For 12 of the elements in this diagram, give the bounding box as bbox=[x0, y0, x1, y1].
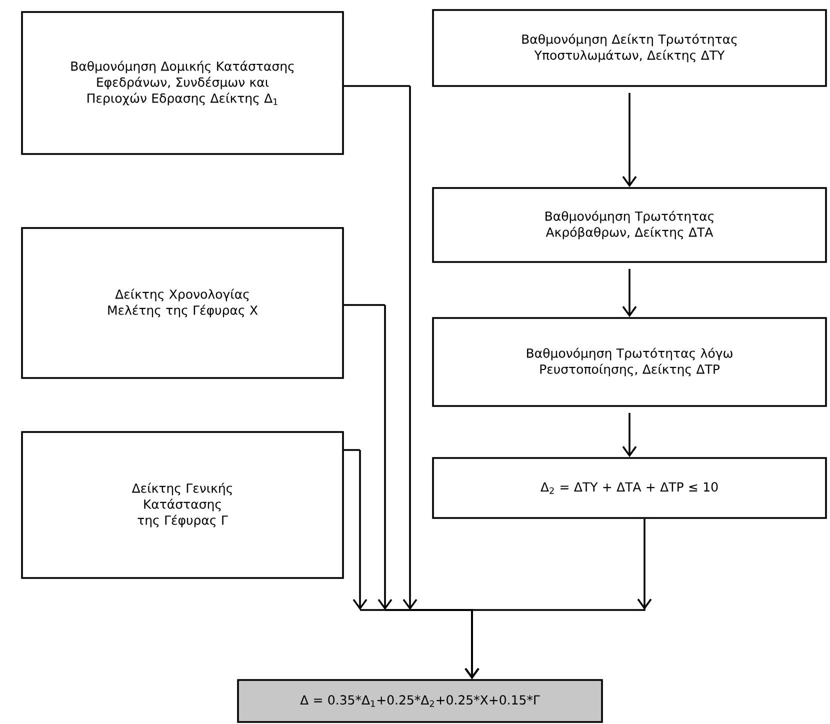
formula-box: Δ = 0.35*Δ$_{1}$+0.25*Δ$_{2}$+0.25*Χ+0.15*Γ bbox=[237, 679, 603, 723]
process-box: Δείκτης Γενικής Κατάστασης της Γέφυρας Γ bbox=[21, 431, 344, 579]
process-box: Δείκτης Χρονολογίας Μελέτης της Γέφυρας Χ bbox=[21, 227, 344, 379]
arrow bbox=[622, 92, 637, 188]
process-box: Βαθμονόμηση Δείκτη Τρωτότητας Υποστυλωμάτων, Δείκτης ΔΤΥ bbox=[432, 9, 827, 87]
arrow bbox=[622, 268, 637, 318]
arrow bbox=[622, 412, 637, 458]
process-box: Βαθμονόμηση Δομικής Κατάστασης Εφεδράνων, Συνδέσμων και Περιοχών Εδρασης Δείκτης Δ$_{1}$ bbox=[21, 11, 344, 155]
arrow bbox=[464, 518, 652, 680]
process-box: Δ$_{2}$ = ΔΤΥ + ΔΤΑ + ΔΤΡ ≤ 10 bbox=[432, 457, 827, 519]
process-box: Βαθμονόμηση Τρωτότητας λόγω Ρευστοποίησης, Δείκτης ΔΤΡ bbox=[432, 317, 827, 407]
process-box: Βαθμονόμηση Τρωτότητας Ακρόβαθρων, Δείκτης ΔΤΑ bbox=[432, 187, 827, 263]
